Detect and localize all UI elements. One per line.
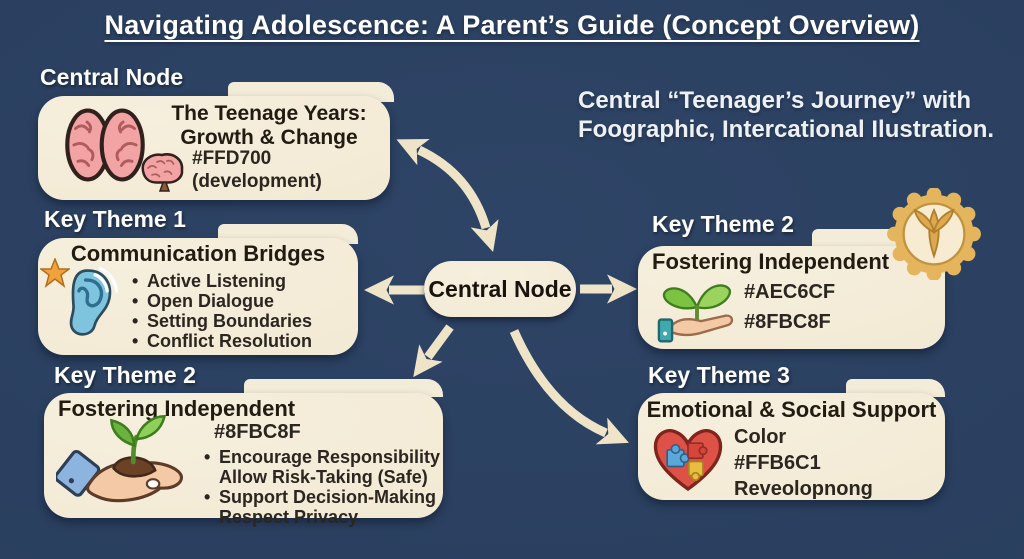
central-box-heading-line1: The Teenage Years: xyxy=(171,102,367,125)
bullet-marker: • xyxy=(132,311,139,331)
list-item-text: Allow Risk-Taking (Safe) xyxy=(219,467,428,487)
central-node-oval: Central Node xyxy=(424,261,576,317)
bullet-marker: • xyxy=(204,447,211,467)
heart-puzzle-icon xyxy=(653,429,723,492)
arrow-oval-theme2-bottom xyxy=(413,324,454,378)
brain-top-icon xyxy=(65,108,145,182)
central-box-color-note: (development) xyxy=(192,171,322,192)
theme2-bottom-label: Key Theme 2 xyxy=(54,362,196,388)
list-item: • Support Decision-Making xyxy=(204,487,440,507)
list-item: • Conflict Resolution xyxy=(132,331,312,351)
arrow-centralbox-oval xyxy=(396,138,499,252)
list-item-text: Open Dialogue xyxy=(147,291,275,311)
theme3-line-2: #FFB6C1 xyxy=(734,452,821,474)
subtitle-line-1: Central “Teenager’s Journey” with xyxy=(578,87,971,114)
central-box-label: Central Node xyxy=(40,64,184,90)
theme1-heading: Communication Bridges xyxy=(70,241,326,266)
theme2-bottom-bullet-list: • Encourage Responsibility Allow Risk-Tak… xyxy=(204,447,440,527)
hand-holding-sprout-icon xyxy=(56,414,183,503)
theme2-bottom-tab xyxy=(244,379,443,397)
bullet-marker: • xyxy=(204,487,211,507)
list-item: Respect Privacy xyxy=(204,507,440,527)
seedling-in-hand-icon xyxy=(657,284,734,343)
list-item: • Encourage Responsibility xyxy=(204,447,440,467)
page-title: Navigating Adolescence: A Parent’s Guide… xyxy=(104,10,920,40)
list-item-text: Conflict Resolution xyxy=(147,331,312,351)
theme2-right-heading: Fostering Independent xyxy=(652,249,890,274)
theme3-heading: Emotional & Social Support xyxy=(646,397,937,422)
subtitle: Central “Teenager’s Journey” with Foogra… xyxy=(578,86,1008,144)
bullet-marker: • xyxy=(132,271,139,291)
theme2-bottom-heading: Fostering Independent xyxy=(58,396,296,421)
list-item: Allow Risk-Taking (Safe) xyxy=(204,467,440,487)
bullet-marker: • xyxy=(132,291,139,311)
arrow-oval-theme3 xyxy=(509,329,629,445)
bullet-marker: • xyxy=(132,331,139,351)
theme1-label: Key Theme 1 xyxy=(44,206,186,232)
theme3-color-info: Color #FFB6C1 Reveolopnong xyxy=(734,424,873,502)
theme2-right-color-code-2: #8FBC8F xyxy=(744,311,831,333)
list-item: • Open Dialogue xyxy=(132,291,312,311)
central-box-heading: The Teenage Years: Growth & Change xyxy=(146,102,392,150)
star-icon xyxy=(40,258,70,288)
theme2-right-label: Key Theme 2 xyxy=(652,211,794,237)
subtitle-line-2: Foographic, Intercational Ilustration. xyxy=(578,116,995,143)
ear-listening-icon xyxy=(69,266,118,336)
theme2-right-color-code-1: #AEC6CF xyxy=(744,281,836,303)
list-item-text: Support Decision-Making xyxy=(219,487,437,507)
brain-side-icon xyxy=(141,153,184,192)
central-box-color-info: #FFD700 (development) xyxy=(192,147,322,193)
list-item-text: Encourage Responsibility xyxy=(219,447,441,467)
theme3-line-1: Color xyxy=(734,426,787,448)
theme3-label: Key Theme 3 xyxy=(648,362,790,388)
theme2-bottom-color-code: #8FBC8F xyxy=(214,421,301,443)
list-item: • Setting Boundaries xyxy=(132,311,312,331)
list-item-text: Setting Boundaries xyxy=(147,311,313,331)
list-item-text: Respect Privacy xyxy=(219,507,359,527)
list-item: • Active Listening xyxy=(132,271,312,291)
theme2-right-color-info: #AEC6CF #8FBC8F xyxy=(744,277,835,337)
central-box-heading-line2: Growth & Change xyxy=(180,126,358,149)
leaf-badge-icon xyxy=(887,188,981,280)
theme3-line-3: Reveolopnong xyxy=(734,478,873,500)
list-item-text: Active Listening xyxy=(147,271,287,291)
theme3-tab xyxy=(846,379,945,397)
central-box-color-code: #FFD700 xyxy=(192,148,272,169)
theme1-bullet-list: • Active Listening • Open Dialogue • Settin… xyxy=(132,271,312,351)
